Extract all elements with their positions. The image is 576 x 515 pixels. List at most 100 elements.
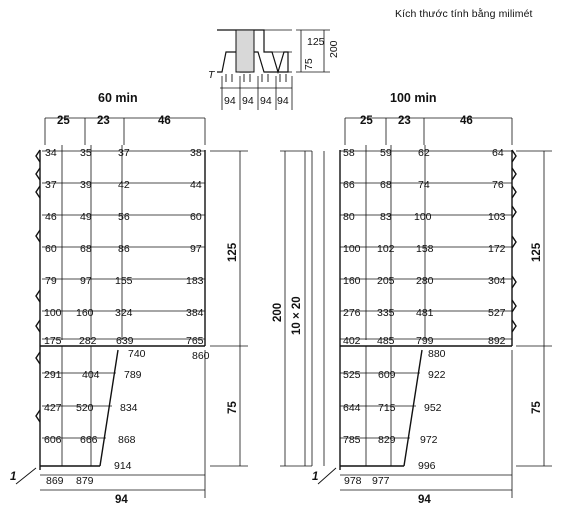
cell: 527 bbox=[488, 307, 506, 319]
cell: 666 bbox=[80, 434, 98, 446]
cell: 83 bbox=[380, 211, 392, 223]
cell: 304 bbox=[488, 275, 506, 287]
total-height-200: 200 bbox=[272, 303, 284, 322]
cell: 952 bbox=[424, 402, 442, 414]
cell: 68 bbox=[80, 243, 92, 255]
height-125: 125 bbox=[227, 242, 239, 262]
cell: 205 bbox=[377, 275, 395, 287]
col-width-23: 23 bbox=[97, 115, 110, 127]
cell: 68 bbox=[380, 179, 392, 191]
cell: 74 bbox=[418, 179, 430, 191]
cell: 280 bbox=[416, 275, 434, 287]
unit-note: Kích thước tính bằng milimét bbox=[395, 8, 533, 20]
bottom-width-94: 94 bbox=[418, 494, 431, 506]
col-width-46: 46 bbox=[158, 115, 171, 127]
cell: 155 bbox=[115, 275, 133, 287]
panel-60-upper-values: 34 35 37 38 37 39 42 44 46 49 56 60 60 6… bbox=[44, 147, 204, 347]
cell: 46 bbox=[45, 211, 57, 223]
marker-leader bbox=[317, 467, 337, 485]
inset-dim-75: 75 bbox=[303, 58, 315, 70]
cell: 972 bbox=[420, 434, 438, 446]
cell: 97 bbox=[80, 275, 92, 287]
cell: 59 bbox=[380, 147, 392, 159]
cell: 39 bbox=[80, 179, 92, 191]
inset-label-T: T bbox=[208, 69, 216, 81]
col-width-23: 23 bbox=[398, 115, 411, 127]
inset-dim-200: 200 bbox=[328, 40, 340, 58]
inset-slab-section bbox=[217, 29, 330, 110]
cell: 49 bbox=[80, 211, 92, 223]
height-125: 125 bbox=[531, 242, 543, 262]
cell: 520 bbox=[76, 402, 94, 414]
cell: 789 bbox=[124, 369, 142, 381]
cell: 37 bbox=[45, 179, 57, 191]
cell: 86 bbox=[118, 243, 130, 255]
cell: 160 bbox=[76, 307, 94, 319]
cell: 66 bbox=[343, 179, 355, 191]
cell: 183 bbox=[186, 275, 204, 287]
cell: 100 bbox=[343, 243, 361, 255]
panel-100-upper-values: 58 59 62 64 66 68 74 76 80 83 100 103 10… bbox=[343, 147, 506, 347]
flange-corner-value: 880 bbox=[428, 348, 446, 360]
cell: 639 bbox=[116, 335, 134, 347]
cell: 56 bbox=[118, 211, 130, 223]
bottom-width-94: 94 bbox=[115, 494, 128, 506]
cell: 276 bbox=[343, 307, 361, 319]
cell: 76 bbox=[492, 179, 504, 191]
flange-corner-value: 740 bbox=[128, 348, 146, 360]
cell: 175 bbox=[44, 335, 62, 347]
bottom-edge-value: 996 bbox=[418, 460, 436, 472]
cell: 765 bbox=[186, 335, 204, 347]
cell: 38 bbox=[190, 147, 202, 159]
cell: 335 bbox=[377, 307, 395, 319]
cell: 97 bbox=[190, 243, 202, 255]
panel-100-grid bbox=[311, 117, 552, 498]
cell: 404 bbox=[82, 369, 100, 381]
bottom-edge-value: 914 bbox=[114, 460, 132, 472]
bottom-left-value: 977 bbox=[372, 475, 390, 487]
cell: 324 bbox=[115, 307, 133, 319]
bottom-left-value: 869 bbox=[46, 475, 64, 487]
cell: 102 bbox=[377, 243, 395, 255]
cell: 606 bbox=[44, 434, 62, 446]
bottom-left-value: 978 bbox=[344, 475, 362, 487]
cell: 282 bbox=[79, 335, 97, 347]
cell: 158 bbox=[416, 243, 434, 255]
middle-dimensions bbox=[280, 150, 312, 467]
cell: 384 bbox=[186, 307, 204, 319]
inset-dim-125: 125 bbox=[307, 36, 325, 48]
cell: 34 bbox=[45, 147, 57, 159]
inset-dim-94-d: 94 bbox=[277, 95, 289, 107]
inset-fire-arrows bbox=[225, 74, 287, 82]
cell: 427 bbox=[44, 402, 62, 414]
cell: 291 bbox=[44, 369, 62, 381]
col-width-25: 25 bbox=[360, 115, 373, 127]
cell: 922 bbox=[428, 369, 446, 381]
cell: 79 bbox=[45, 275, 57, 287]
inset-dim-94-b: 94 bbox=[242, 95, 254, 107]
cell: 481 bbox=[416, 307, 434, 319]
inset-dim-94-c: 94 bbox=[260, 95, 272, 107]
panel-60-lower-values: 291 404 789 427 520 834 606 666 868 bbox=[44, 369, 142, 446]
cell: 785 bbox=[343, 434, 361, 446]
cell: 892 bbox=[488, 335, 506, 347]
cell: 42 bbox=[118, 179, 130, 191]
panel-title-60: 60 min bbox=[98, 91, 138, 105]
cell: 829 bbox=[378, 434, 396, 446]
col-width-25: 25 bbox=[57, 115, 70, 127]
cell: 80 bbox=[343, 211, 355, 223]
cell: 60 bbox=[190, 211, 202, 223]
cell: 172 bbox=[488, 243, 506, 255]
cell: 37 bbox=[118, 147, 130, 159]
cell: 799 bbox=[416, 335, 434, 347]
cell: 103 bbox=[488, 211, 506, 223]
cell: 64 bbox=[492, 147, 504, 159]
cell: 100 bbox=[414, 211, 432, 223]
cell: 525 bbox=[343, 369, 361, 381]
cell: 62 bbox=[418, 147, 430, 159]
cell: 160 bbox=[343, 275, 361, 287]
marker-1: 1 bbox=[10, 471, 16, 483]
cell: 58 bbox=[343, 147, 355, 159]
marker-leader bbox=[15, 467, 37, 485]
